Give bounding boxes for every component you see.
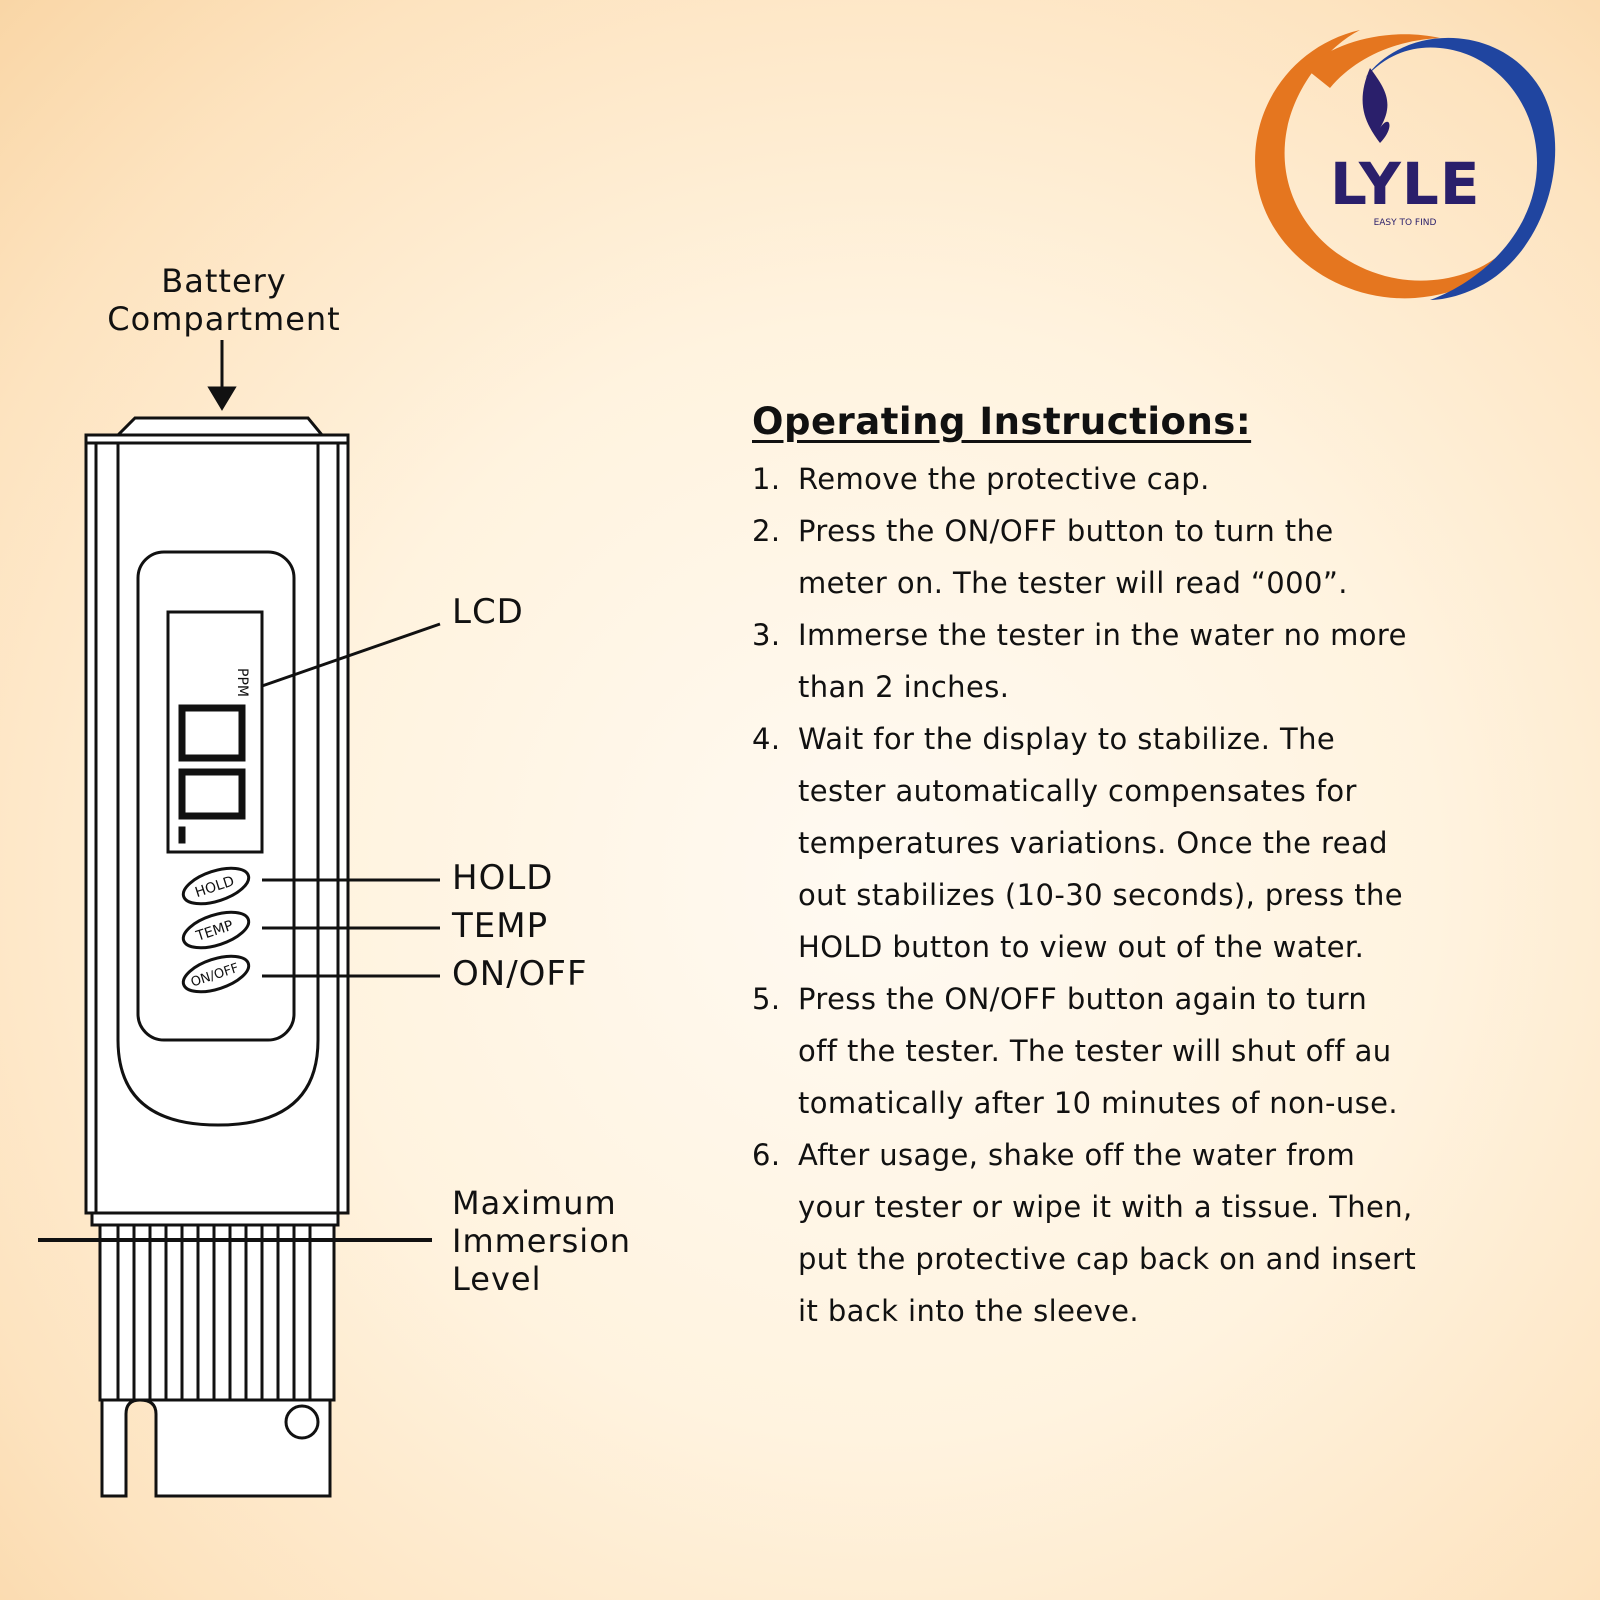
step-number: 2. [752, 514, 781, 548]
onoff-button [181, 954, 251, 994]
instruction-step-5: 5. Press the ON/OFF button again to turn… [752, 973, 1572, 1129]
instruction-step-2: 2. Press the ON/OFF button to turn the m… [752, 505, 1572, 609]
step-line: After usage, shake off the water from [798, 1138, 1356, 1172]
step-text: Wait for the display to stabilize. The t… [798, 713, 1572, 973]
immersion-label-line-1: Maximum [452, 1184, 617, 1222]
hold-button [181, 866, 251, 906]
operating-instructions: Operating Instructions: 1. Remove the pr… [752, 400, 1572, 1337]
lcd-digits [178, 704, 246, 844]
logo-flame-icon [1362, 68, 1390, 143]
instruction-step-6: 6. After usage, shake off the water from… [752, 1129, 1572, 1337]
step-line: it back into the sleeve. [798, 1294, 1140, 1328]
step-line: Wait for the display to stabilize. The [798, 722, 1336, 756]
lcd-label: LCD [452, 592, 524, 632]
onoff-label: ON/OFF [452, 954, 588, 994]
battery-cap [114, 416, 326, 437]
step-line: than 2 inches. [798, 670, 1010, 704]
probe-electrode [284, 1404, 320, 1440]
step-line: your tester or wipe it with a tissue. Th… [798, 1190, 1413, 1224]
hold-label: HOLD [452, 858, 554, 898]
immersion-label-line-3: Level [452, 1260, 542, 1298]
instructions-title: Operating Instructions: [752, 400, 1252, 443]
step-text: Remove the protective cap. [798, 453, 1572, 505]
brand-logo [1255, 30, 1556, 300]
step-line: Press the ON/OFF button to turn the [798, 514, 1334, 548]
battery-arrow-head [207, 386, 237, 411]
step-line: HOLD button to view out of the water. [798, 930, 1365, 964]
step-line: put the protective cap back on and inser… [798, 1242, 1417, 1276]
lcd-leader-line [261, 622, 441, 688]
step-line: Press the ON/OFF button again to turn [798, 982, 1368, 1016]
step-number: 3. [752, 618, 781, 652]
battery-label-line-2: Compartment [107, 300, 341, 338]
instruction-step-1: 1. Remove the protective cap. [752, 453, 1572, 505]
step-line: out stabilizes (10-30 seconds), press th… [798, 878, 1403, 912]
probe-tip [100, 1398, 332, 1498]
step-line: tester automatically compensates for [798, 774, 1357, 808]
step-line: Immerse the tester in the water no more [798, 618, 1407, 652]
step-number: 1. [752, 462, 781, 496]
temp-label: TEMP [452, 906, 549, 946]
step-line: Remove the protective cap. [798, 462, 1210, 496]
step-text: After usage, shake off the water from yo… [798, 1129, 1572, 1337]
logo-tagline: EASY TO FIND [1373, 218, 1437, 228]
probe-ribs [98, 1223, 336, 1402]
step-line: meter on. The tester will read “000”. [798, 566, 1348, 600]
instruction-step-4: 4. Wait for the display to stabilize. Th… [752, 713, 1572, 973]
step-number: 6. [752, 1138, 781, 1172]
max-immersion-label: Maximum Immersion Level [452, 1184, 631, 1298]
battery-compartment-label: Battery Compartment [84, 262, 364, 338]
probe-collar [90, 1211, 340, 1227]
logo-blue-swirl-inner [1305, 34, 1440, 88]
step-line: temperatures variations. Once the read [798, 826, 1388, 860]
step-text: Press the ON/OFF button again to turn of… [798, 973, 1572, 1129]
logo-wordmark: LYLE [1330, 150, 1481, 218]
battery-label-line-1: Battery [161, 262, 287, 300]
step-text: Press the ON/OFF button to turn the mete… [798, 505, 1572, 609]
instruction-step-3: 3. Immerse the tester in the water no mo… [752, 609, 1572, 713]
step-number: 4. [752, 722, 781, 756]
step-line: tomatically after 10 minutes of non-use. [798, 1086, 1399, 1120]
step-text: Immerse the tester in the water no more … [798, 609, 1572, 713]
step-line: off the tester. The tester will shut off… [798, 1034, 1392, 1068]
lcd-unit: PPM [234, 668, 250, 697]
temp-button [181, 910, 251, 950]
step-number: 5. [752, 982, 781, 1016]
tds-meter-diagram: PPM HOLD TEMP ON/OFF [38, 340, 441, 1498]
immersion-label-line-2: Immersion [452, 1222, 632, 1260]
